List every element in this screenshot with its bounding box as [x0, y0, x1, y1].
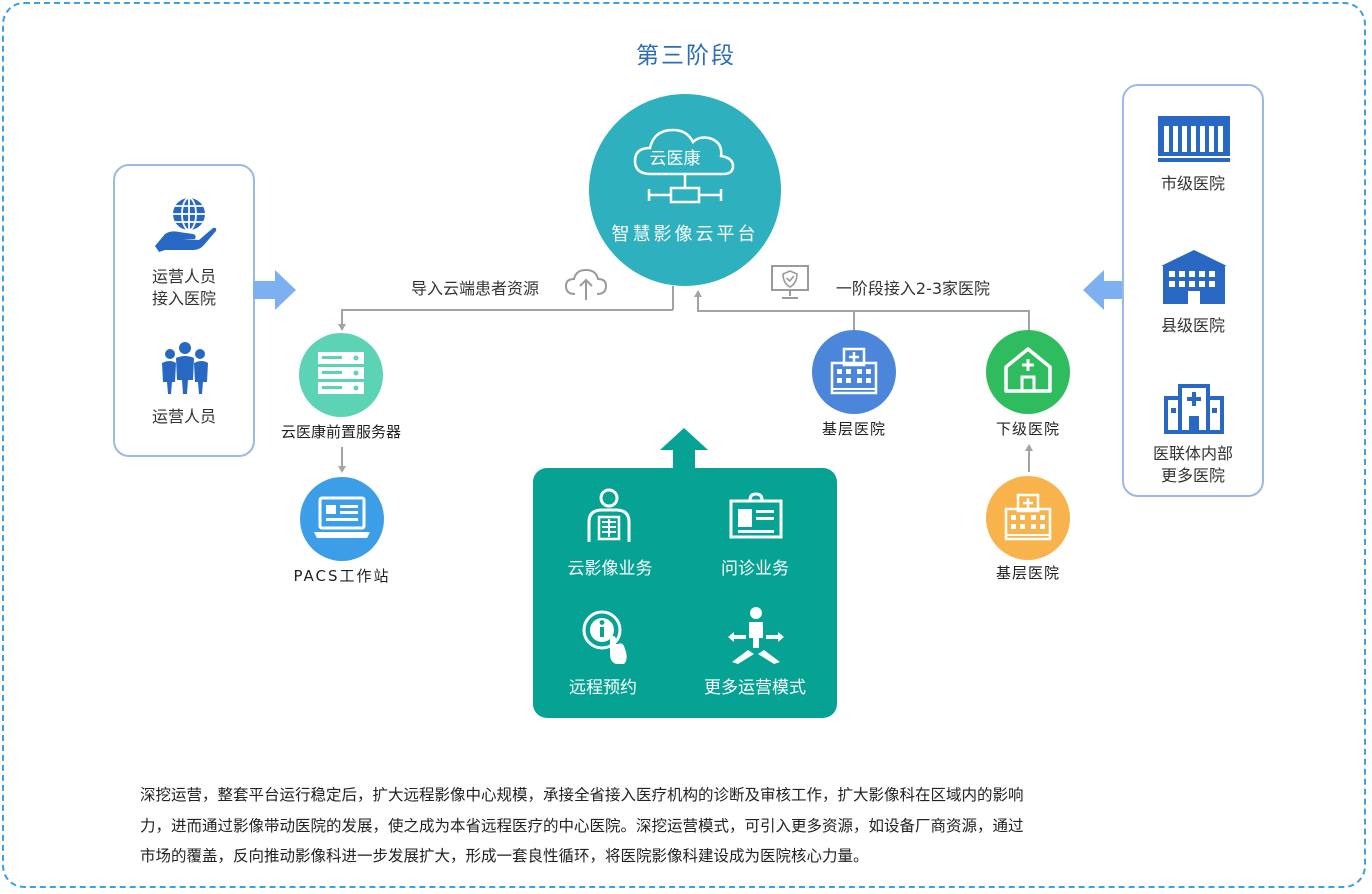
base-hospital-bottom-circle: [986, 476, 1070, 560]
alliance-line1: 医联体内部: [1152, 444, 1233, 463]
arrowhead-to-pacs: [338, 466, 346, 473]
left-item2-label: 运营人员: [151, 407, 216, 426]
service-consultation-label: 问诊业务: [721, 559, 789, 579]
lower-hospital-circle: [986, 330, 1070, 414]
shield-monitor-icon: [771, 265, 809, 299]
cloud-label: 云医康: [649, 149, 701, 169]
alliance-hospital-icon: [1164, 384, 1224, 434]
left-panel: 运营人员 接入医院 运营人员: [113, 164, 255, 457]
lower-hospital-label: 下级医院: [995, 420, 1060, 438]
service-more-modes-label: 更多运营模式: [704, 678, 806, 698]
platform-label: 智慧影像云平台: [611, 224, 759, 245]
description-line2: 力，进而通过影像带动医院的发展，使之成为本省远程医疗的中心医院。深挖运营模式，可…: [140, 816, 1024, 835]
cloud-server-icon: [633, 128, 735, 204]
county-hospital-building-icon: [1161, 250, 1227, 304]
connector-lower-stub: [1028, 310, 1030, 330]
xray-person-icon: [587, 488, 631, 542]
hospital-building-icon: [830, 347, 878, 395]
left-item1-line1: 运营人员: [151, 267, 216, 286]
base-hospital-top-circle: [812, 330, 896, 414]
page-title: 第三阶段: [636, 43, 736, 69]
cloud-platform-circle: [589, 94, 781, 286]
city-hospital-label: 市级医院: [1160, 174, 1225, 193]
crossroads-person-icon: [728, 607, 784, 664]
connector-left-down: [341, 309, 343, 326]
left-item1-line2: 接入医院: [151, 289, 216, 308]
city-hospital-building-icon: [1158, 116, 1230, 162]
county-hospital-label: 县级医院: [1160, 316, 1225, 335]
arrowhead-to-platform: [694, 290, 702, 297]
description-paragraph: 深挖运营，整套平台运行稳定后，扩大远程影像中心规模，承接全省接入医疗机构的诊断及…: [140, 780, 1230, 872]
arrowhead-to-server: [338, 324, 346, 331]
hand-globe-icon: [155, 197, 217, 252]
import-label: 导入云端患者资源: [410, 279, 539, 298]
alliance-hospital-label: 医联体内部 更多医院: [1124, 443, 1262, 487]
connector-right-horizontal: [697, 310, 1029, 312]
info-touch-icon: [582, 610, 627, 664]
base-hospital-top-label: 基层医院: [821, 420, 886, 438]
services-up-arrow-icon: [660, 428, 708, 472]
connector-center-down-left: [672, 286, 674, 310]
right-panel: 市级医院 县级医院 医联体内部 更多医院: [1122, 84, 1264, 497]
connector-base-top-stub: [853, 310, 855, 330]
alliance-line2: 更多医院: [1160, 466, 1225, 485]
house-cross-icon: [1004, 347, 1052, 393]
stage-label: 一阶段接入2-3家医院: [835, 279, 991, 298]
pacs-label: PACS工作站: [293, 567, 391, 585]
left-arrow-right-icon: [253, 270, 296, 310]
description-line3: 市场的覆盖，反向推动影像科进一步发展扩大，形成一套良性循环，将医院影像科建设成为…: [140, 847, 869, 865]
service-remote-booking-label: 远程预约: [569, 678, 637, 698]
cloud-upload-icon: [564, 268, 608, 300]
connector-server-pacs: [341, 447, 343, 467]
connector-base-to-lower: [1028, 450, 1030, 472]
team-icon: [162, 342, 208, 394]
server-rack-icon: [318, 352, 364, 394]
connector-left-horizontal: [341, 309, 673, 311]
arrowhead-to-lower-hospital: [1025, 444, 1033, 451]
services-box: [533, 468, 837, 718]
right-arrow-left-icon: [1083, 270, 1126, 310]
service-cloud-imaging-label: 云影像业务: [567, 559, 653, 579]
front-server-label: 云医康前置服务器: [280, 423, 401, 441]
laptop-icon: [314, 496, 370, 538]
description-line1: 深挖运营，整套平台运行稳定后，扩大远程影像中心规模，承接全省接入医疗机构的诊断及…: [140, 786, 1024, 804]
base-hospital-bottom-label: 基层医院: [995, 564, 1060, 582]
doctor-id-card-icon: [729, 492, 783, 539]
connector-right-up: [697, 296, 699, 311]
left-item1-label: 运营人员 接入医院: [115, 266, 253, 310]
hospital-building-icon: [1004, 493, 1052, 541]
